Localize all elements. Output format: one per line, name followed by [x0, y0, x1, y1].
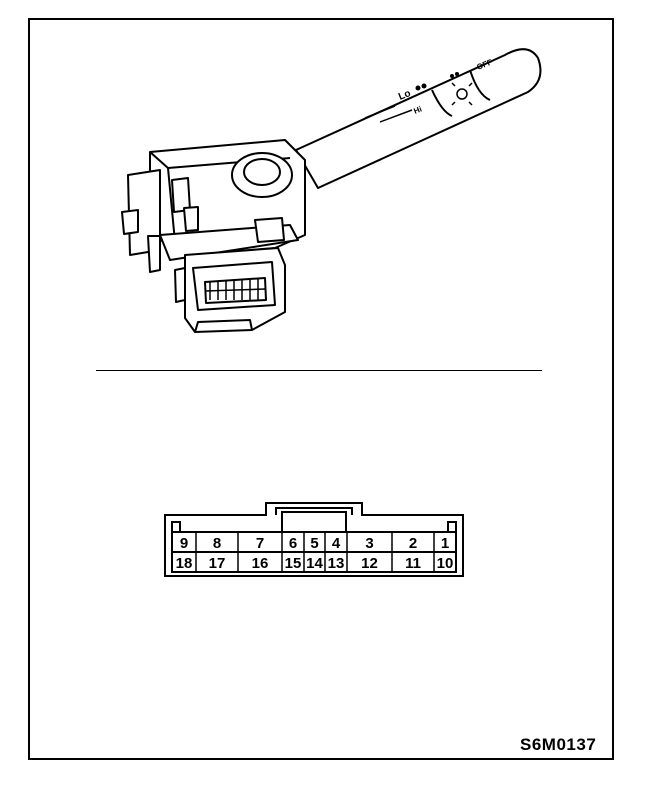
small-tab	[254, 217, 285, 243]
pin-17: 17	[209, 555, 226, 572]
beam-symbol-icon	[415, 72, 459, 91]
light-symbol-icon	[451, 82, 473, 106]
pin-13: 13	[328, 555, 345, 572]
pin-5: 5	[310, 535, 318, 552]
pin-4: 4	[332, 535, 341, 552]
pin-7: 7	[256, 535, 264, 552]
pin-6: 6	[289, 535, 297, 552]
pin-15: 15	[285, 555, 302, 572]
pin-12: 12	[361, 555, 378, 572]
pin-2: 2	[409, 535, 417, 552]
diagram-frame	[28, 18, 614, 760]
pin-9: 9	[180, 535, 188, 552]
pin-3: 3	[365, 535, 373, 552]
pin-18: 18	[176, 555, 193, 572]
figure-code: S6M0137	[520, 735, 597, 754]
pin-8: 8	[213, 535, 221, 552]
section-divider	[96, 370, 542, 371]
pin-10: 10	[437, 555, 454, 572]
lever-tip-ring	[469, 69, 491, 101]
lever-stalk	[295, 48, 542, 189]
connector-outline	[164, 502, 464, 577]
lever-label-lo: Lo	[397, 88, 412, 103]
lever-label-hi: Hi	[412, 105, 423, 116]
pin-11: 11	[405, 555, 421, 572]
pin-14: 14	[306, 555, 323, 572]
pin-16: 16	[252, 555, 269, 572]
connector-key	[275, 507, 353, 515]
pin-1: 1	[441, 535, 449, 552]
